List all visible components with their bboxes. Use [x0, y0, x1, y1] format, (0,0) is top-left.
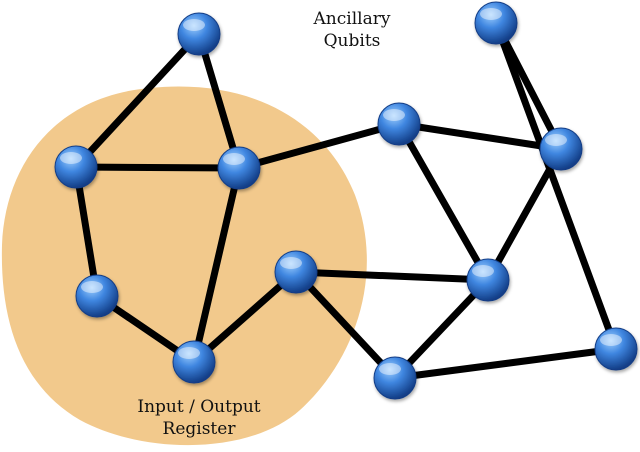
- edge-e-f: [190, 268, 300, 366]
- edge-b-c: [72, 163, 243, 172]
- edge-c-h: [235, 120, 403, 172]
- qubit-node-d: [75, 274, 119, 318]
- edge-k-l: [492, 19, 620, 353]
- edge-b-d: [72, 163, 101, 300]
- edge-a-b: [72, 30, 203, 171]
- edge-g-l: [391, 345, 620, 382]
- edge-f-i: [292, 268, 492, 284]
- nodes-layer: [54, 1, 638, 400]
- anc-label-line2: Qubits: [323, 31, 381, 51]
- qubit-node-i: [466, 258, 510, 302]
- edge-a-c: [195, 30, 243, 172]
- qubit-node-e: [172, 340, 216, 384]
- qubit-node-l: [594, 327, 638, 371]
- qubit-node-f: [274, 250, 318, 294]
- io-label-line1: Input / Output: [137, 397, 261, 417]
- qubit-node-g: [373, 356, 417, 400]
- edge-f-g: [292, 268, 399, 382]
- qubit-node-j: [539, 127, 583, 171]
- qubit-node-h: [377, 102, 421, 146]
- qubit-node-b: [54, 145, 98, 189]
- input-output-register-label: Input / Output Register: [112, 396, 286, 440]
- edge-c-e: [190, 164, 243, 366]
- edges-layer: [72, 19, 620, 382]
- qubit-node-a: [177, 12, 221, 56]
- ancillary-qubits-label: Ancillary Qubits: [292, 8, 412, 52]
- qubit-node-c: [217, 146, 261, 190]
- edge-h-j: [395, 120, 565, 153]
- io-label-line2: Register: [162, 419, 236, 439]
- edge-h-i: [395, 120, 492, 284]
- anc-label-line1: Ancillary: [313, 9, 391, 29]
- qubit-node-k: [474, 1, 518, 45]
- edge-g-i: [391, 276, 492, 382]
